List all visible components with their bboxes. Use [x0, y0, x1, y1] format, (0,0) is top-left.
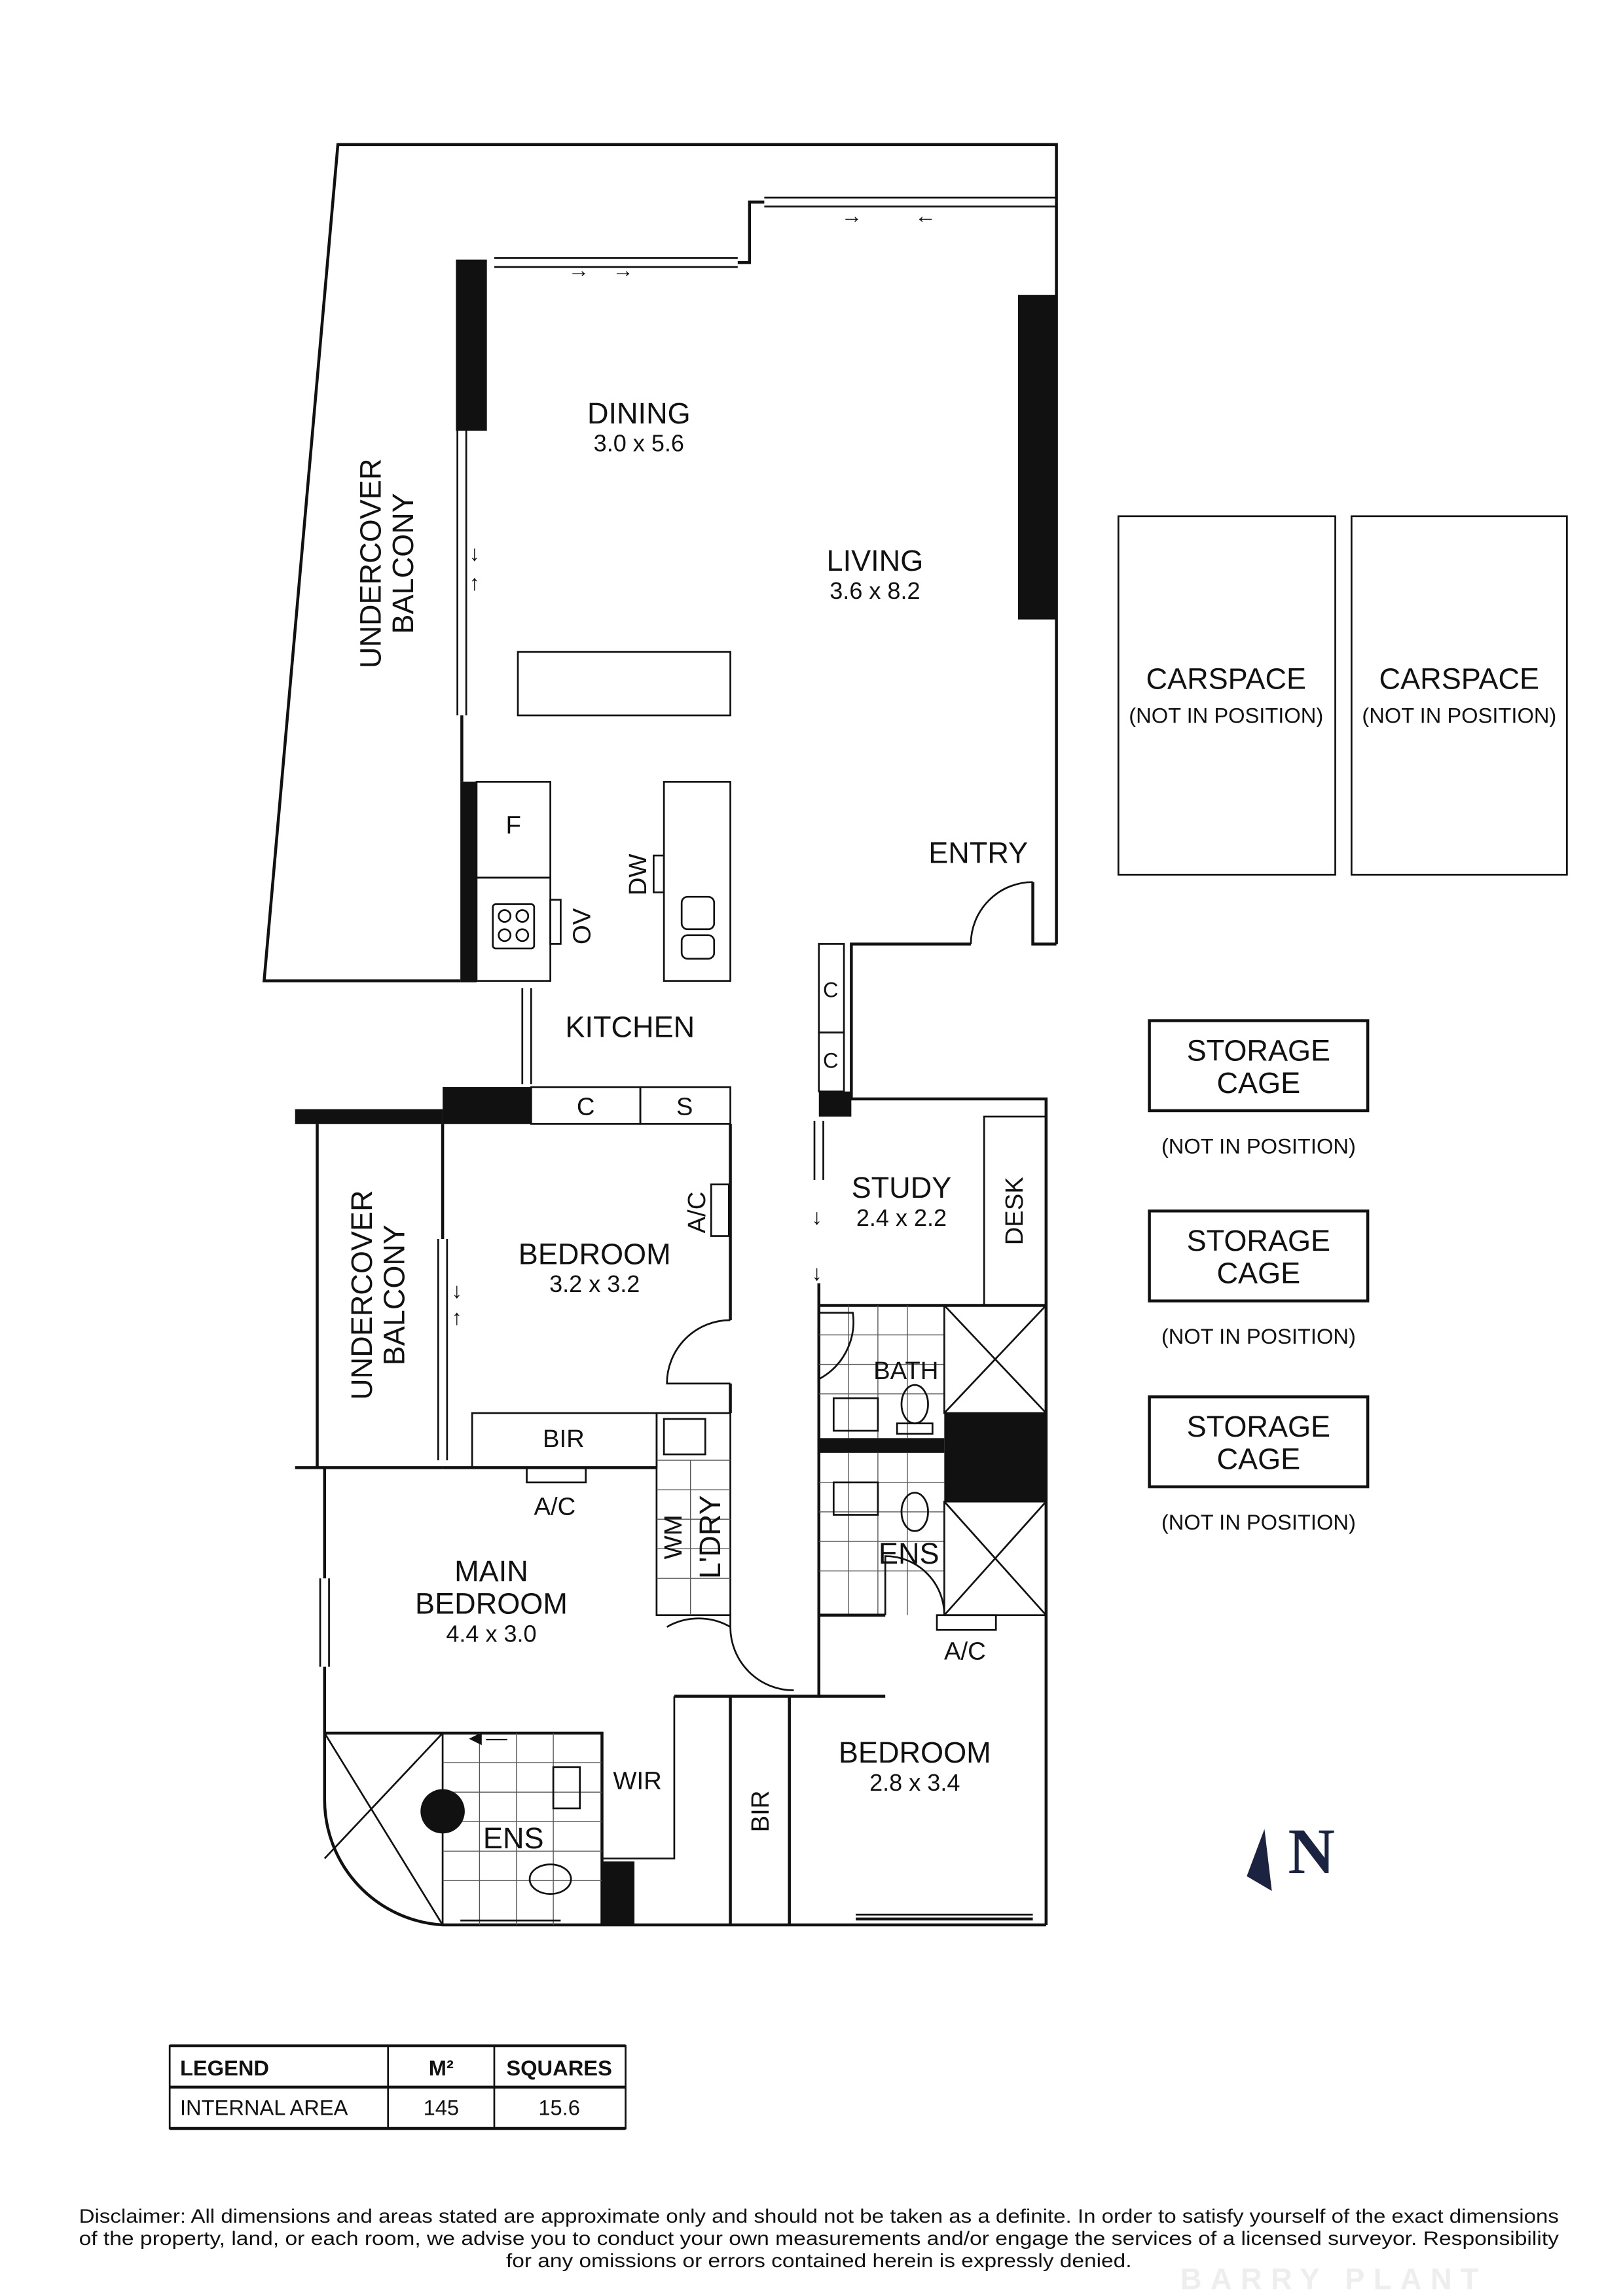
carspace-note: (NOT IN POSITION) [1362, 703, 1556, 727]
laundry-label: L'DRY [693, 1495, 727, 1579]
living-dining-walls: → → → ← ↓ ↑ [456, 196, 1058, 1925]
slide-arrow-icon: ◄— [465, 1725, 507, 1749]
ens-right-label: ENS [879, 1537, 939, 1570]
bathrooms [817, 1304, 1048, 1631]
wm-label: WM [659, 1515, 687, 1559]
bedroom2-dim: 3.2 x 3.2 [549, 1270, 640, 1297]
legend-table: LEGEND M² SQUARES INTERNAL AREA 145 15.6 [168, 2044, 627, 2130]
legend-header: SQUARES [506, 2056, 612, 2080]
laundry [655, 1412, 731, 1617]
dishwasher-label: DW [624, 853, 652, 896]
balcony-lower-label-1: UNDERCOVER [345, 1190, 378, 1399]
storage-label: S [676, 1093, 693, 1121]
legend-cell: 145 [424, 2096, 459, 2120]
bir-label-bed3: BIR [746, 1791, 775, 1833]
legend-cell: INTERNAL AREA [180, 2096, 348, 2120]
cupboard-label-hall-1: C [823, 977, 839, 1001]
ac-label-main: A/C [534, 1492, 575, 1520]
storage-cage-label: STORAGE [1187, 1410, 1331, 1443]
balcony-lower-label-2: BALCONY [377, 1225, 410, 1365]
slide-arrow-icon: → [841, 203, 863, 227]
slide-arrow-icon: → [612, 258, 634, 282]
carspace-2: CARSPACE (NOT IN POSITION) [1350, 515, 1568, 876]
ac-label-bed3: A/C [944, 1637, 986, 1665]
bir-label-bed2: BIR [543, 1425, 585, 1453]
fridge-label: F [506, 811, 521, 839]
legend-cell: 15.6 [538, 2096, 580, 2120]
upper-balcony: UNDERCOVER BALCONY [262, 143, 1058, 982]
oven-label: OV [568, 908, 596, 944]
bedroom3-label: BEDROOM [839, 1736, 991, 1769]
storage-cage-2: STORAGE CAGE (NOT IN POSITION) [1148, 1209, 1370, 1348]
disclaimer: Disclaimer: All dimensions and areas sta… [79, 2206, 1559, 2272]
cupboard-label-hall-2: C [823, 1049, 839, 1073]
watermark: BARRY PLANT [1180, 2263, 1487, 2296]
disclaimer-line: of the property, land, or each room, we … [79, 2228, 1559, 2250]
slide-arrow-icon: ← [915, 203, 936, 227]
north-arrow: N [1247, 1816, 1335, 1892]
ens-main-label: ENS [483, 1821, 544, 1855]
bedroom-2: ↓↑ [295, 1124, 732, 1484]
disclaimer-line: Disclaimer: All dimensions and areas sta… [79, 2206, 1559, 2227]
balcony-label-2: BALCONY [386, 493, 420, 634]
study-dim: 2.4 x 2.2 [856, 1204, 947, 1231]
balcony-label-1: UNDERCOVER [354, 459, 387, 668]
storage-cage-note: (NOT IN POSITION) [1161, 1134, 1356, 1158]
slide-arrow-icon: ↑ [469, 570, 480, 594]
slide-arrow-icon: ↓ [812, 1261, 822, 1285]
carspace-1: CARSPACE (NOT IN POSITION) [1117, 515, 1336, 876]
slide-arrow-icon: ↑ [452, 1305, 462, 1329]
entry-label: ENTRY [928, 836, 1028, 869]
slide-arrow-icon: → [568, 258, 590, 282]
legend-header: M² [429, 2056, 454, 2080]
north-arrow-icon [1247, 1829, 1272, 1892]
dining-dim: 3.0 x 5.6 [594, 430, 684, 457]
slide-arrow-icon: ↓ [812, 1205, 822, 1229]
disclaimer-line: for any omissions or errors contained he… [506, 2250, 1132, 2272]
carspace-note: (NOT IN POSITION) [1129, 703, 1323, 727]
north-label: N [1288, 1816, 1335, 1888]
bath-label: BATH [873, 1357, 938, 1385]
storage-cage-note: (NOT IN POSITION) [1161, 1324, 1356, 1348]
storage-cage-label: CAGE [1216, 1257, 1300, 1290]
storage-cage-label: CAGE [1216, 1066, 1300, 1100]
carspace-label: CARSPACE [1146, 662, 1306, 695]
carspace-label: CARSPACE [1379, 662, 1540, 695]
wir-label: WIR [613, 1767, 661, 1795]
slide-arrow-icon: ↓ [452, 1278, 462, 1302]
storage-cage-label: STORAGE [1187, 1224, 1331, 1257]
living-dim: 3.6 x 8.2 [830, 577, 920, 604]
storage-cage-label: STORAGE [1187, 1033, 1331, 1067]
slide-arrow-icon: ↓ [469, 541, 480, 565]
main-bedroom-label-1: MAIN [454, 1554, 528, 1588]
storage-cage-3: STORAGE CAGE (NOT IN POSITION) [1148, 1395, 1370, 1534]
living-label: LIVING [827, 544, 924, 577]
main-bedroom-dim: 4.4 x 3.0 [446, 1620, 536, 1647]
storage-cage-label: CAGE [1216, 1443, 1300, 1476]
cupboard-label: C [577, 1093, 595, 1121]
dining-label: DINING [587, 397, 691, 430]
legend-header: LEGEND [180, 2056, 269, 2080]
storage-cage-note: (NOT IN POSITION) [1161, 1510, 1356, 1534]
kitchen-label: KITCHEN [565, 1010, 695, 1043]
storage-cage-1: STORAGE CAGE (NOT IN POSITION) [1148, 1019, 1370, 1158]
main-bedroom: ◄— [319, 1467, 1046, 1927]
kitchen [295, 781, 731, 1125]
ac-label-bed2: A/C [683, 1192, 711, 1234]
bedroom3-dim: 2.8 x 3.4 [869, 1769, 960, 1796]
main-bedroom-label-2: BEDROOM [415, 1587, 568, 1620]
bedroom-3 [729, 1695, 1033, 1925]
bedroom2-label: BEDROOM [519, 1237, 671, 1270]
desk-label: DESK [1000, 1177, 1029, 1246]
study-label: STUDY [852, 1171, 952, 1204]
